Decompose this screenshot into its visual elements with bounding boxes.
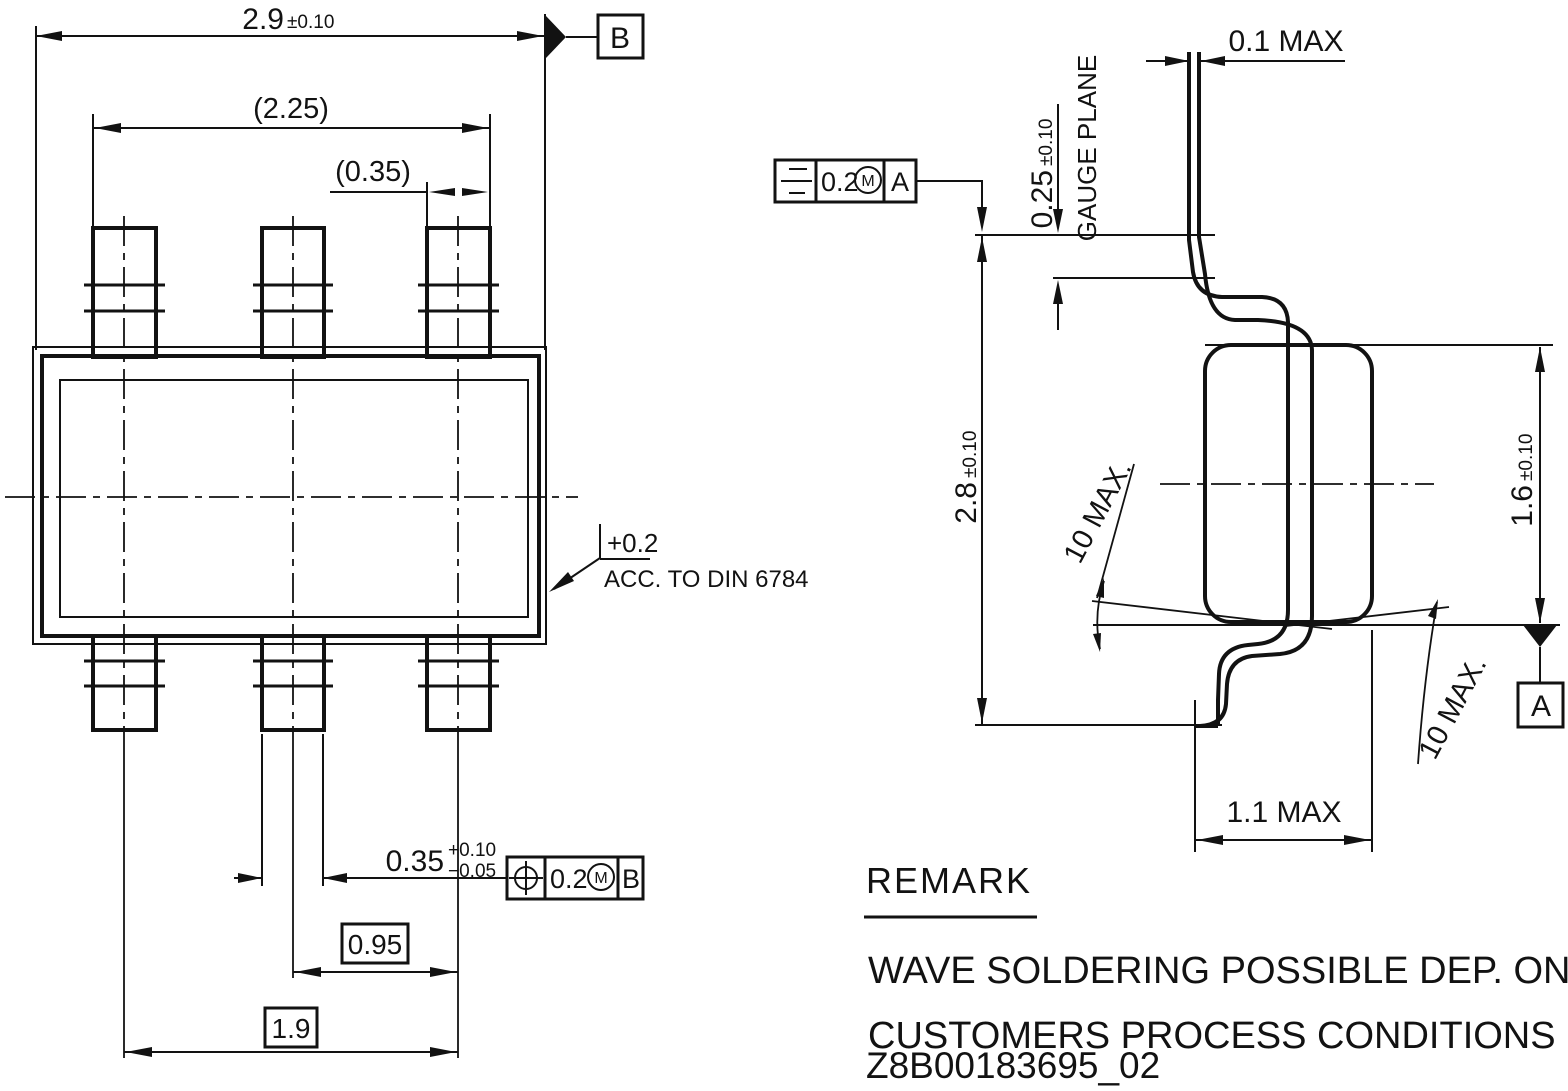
dimension-overall-29: 2.9 ±0.10 [35,3,546,350]
edge-note: +0.2 ACC. TO DIN 6784 [549,524,809,593]
dimension-gauge-025: 0.25 ±0.10 GAUGE PLANE [1026,55,1102,330]
body-rect [40,354,541,638]
dim-035-value: (0.35) [335,156,411,188]
pin-shoulder-ticks [84,283,499,688]
gauge-dim-value: 0.25 [1026,170,1059,228]
fcf-position-frame: 0.2 M B [505,855,645,901]
seating-plane-symbol-icon [781,168,812,194]
dimension-height-11: 1.1 MAX [1194,630,1373,852]
body-dim-tolerance: ±0.10 [1516,434,1537,481]
body-dim-value: 1.6 [1506,485,1539,527]
lead-tip-value: 0.1 MAX [1228,25,1343,58]
remark-line1: WAVE SOLDERING POSSIBLE DEP. ON [868,950,1568,992]
mmc-modifier-icon: M [587,863,615,891]
gauge-plane-label: GAUGE PLANE [1072,55,1102,241]
fcf-a-tolerance: 0.2 [821,167,859,197]
top-view: 2.9 ±0.10 B (2.25) (0.35) [5,3,809,1058]
fcf-b-tolerance: 0.2 [550,864,588,894]
datum-a-label: A [1531,690,1551,723]
dim-29-value: 2.9 [242,3,284,36]
document-number: Z8B00183695_02 [866,1045,1160,1086]
lead-width-value: 0.35 [386,845,444,878]
height-value: 1.1 MAX [1226,796,1341,829]
dimension-body-16: 1.6 ±0.10 [1506,347,1545,623]
side-view: 0.1 MAX 0.25 ±0.10 GAUGE PLANE [773,25,1565,852]
pin-top-2 [260,226,326,359]
body-inner-rect [59,379,529,618]
dimension-lead-width: 0.35 +0.10 −0.05 0.2 M B [234,734,645,901]
pitch-value: 0.95 [348,929,403,960]
lead-width-tol-plus: +0.10 [448,840,496,861]
dim-225-value: (2.25) [253,93,329,125]
datum-a-box [1516,681,1565,729]
dimension-pitch-19: 1.9 [124,1006,458,1057]
pin-top-3 [425,226,492,359]
pin-bottom-3 [425,634,492,732]
basic-dim-box [340,922,410,965]
dimension-pitch-095: 0.95 [293,922,458,977]
remark-title: REMARK [866,860,1032,901]
body-outer-thin-rect [32,346,547,645]
remark-block: REMARK WAVE SOLDERING POSSIBLE DEP. ON C… [864,860,1568,1057]
datum-b-label: B [610,22,630,55]
edge-standard-note: ACC. TO DIN 6784 [604,566,809,593]
position-symbol-icon [509,861,543,895]
dimension-ref-225: (2.25) [92,93,491,226]
gauge-dim-tolerance: ±0.10 [1036,119,1057,166]
fcf-b-modifier: M [594,870,607,887]
lead-width-tol-minus: −0.05 [448,861,496,882]
dim-29-tolerance: ±0.10 [287,12,334,33]
edge-tolerance: +0.2 [607,528,658,558]
basic-dim-box [263,1006,319,1049]
remark-line2: CUSTOMERS PROCESS CONDITIONS [868,1015,1556,1057]
mmc-modifier-icon: M [854,166,882,194]
angle-right-value: 10 MAX. [1413,651,1493,764]
package-body-outline [32,346,547,645]
center-lines [5,216,578,1058]
dimension-ref-035: (0.35) [330,156,488,242]
fcf-a-datum: A [891,167,909,197]
datum-b-triangle [546,16,566,58]
pitch-total-value: 1.9 [272,1013,311,1044]
span-tolerance: ±0.10 [960,431,981,478]
angle-left-value: 10 MAX. [1058,455,1138,568]
datum-a-flag: A [1516,625,1565,729]
datum-a-triangle [1523,625,1557,647]
datum-b-flag: B [546,13,645,60]
pin-bottom-1 [91,634,158,732]
span-value: 2.8 [950,482,983,524]
datum-b-box [596,13,645,60]
pins [84,226,499,732]
dimension-span-28: 2.8 ±0.10 [950,235,987,725]
fcf-b-datum: B [622,864,640,894]
fcf-a-modifier: M [861,173,874,190]
pin-bottom-2 [260,634,326,732]
fcf-seating-frame: 0.2 M A [773,158,987,232]
dimension-lead-tip-01: 0.1 MAX [1146,25,1345,66]
pin-top-1 [91,226,158,359]
